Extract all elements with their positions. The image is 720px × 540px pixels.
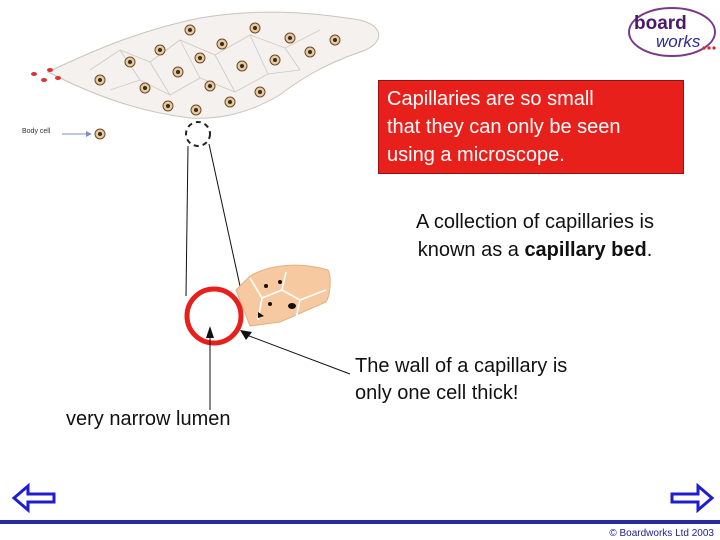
callout-line-2: that they can only be seen xyxy=(387,116,621,138)
forward-button[interactable] xyxy=(668,478,716,518)
lumen-label: very narrow lumen xyxy=(66,408,231,430)
callout-line-1: Capillaries are so small xyxy=(387,88,594,110)
wall-line-1: The wall of a capillary is xyxy=(355,355,568,377)
back-button[interactable] xyxy=(10,478,58,518)
microscope-callout: Capillaries are so small that they can o… xyxy=(378,80,684,174)
wall-pointer xyxy=(243,333,351,375)
callout-line-3: using a microscope. xyxy=(387,144,565,166)
capillary-cross-section xyxy=(184,286,244,346)
svg-text:works: works xyxy=(656,32,701,51)
bed-line-1: A collection of capillaries is xyxy=(416,211,654,233)
svg-text:board: board xyxy=(634,13,687,34)
capillary-bed-text: A collection of capillaries is known as … xyxy=(380,208,690,264)
zoom-line-left xyxy=(185,145,189,297)
footer-bar xyxy=(0,520,720,540)
capillary-magnified xyxy=(184,264,331,346)
wall-line-2: only one cell thick! xyxy=(355,382,519,404)
boardworks-logo: board works xyxy=(626,4,718,60)
tissue-section xyxy=(31,11,380,119)
zoom-line-right xyxy=(208,143,241,287)
capillary-bed-term: capillary bed xyxy=(524,239,647,261)
bed-line-2: known as a capillary bed. xyxy=(380,236,690,264)
body-cell-pointer xyxy=(62,128,106,140)
magnify-marker xyxy=(185,121,211,147)
body-cell-label: Body cell xyxy=(22,128,51,135)
bed-line-2-prefix: known as a xyxy=(417,239,525,261)
bed-line-2-suffix: . xyxy=(646,239,653,261)
right-arrow-icon xyxy=(670,482,715,514)
wall-thickness-note: The wall of a capillary is only one cell… xyxy=(355,353,645,407)
copyright: © Boardworks Ltd 2003 xyxy=(609,528,714,539)
left-arrow-icon xyxy=(11,482,56,514)
